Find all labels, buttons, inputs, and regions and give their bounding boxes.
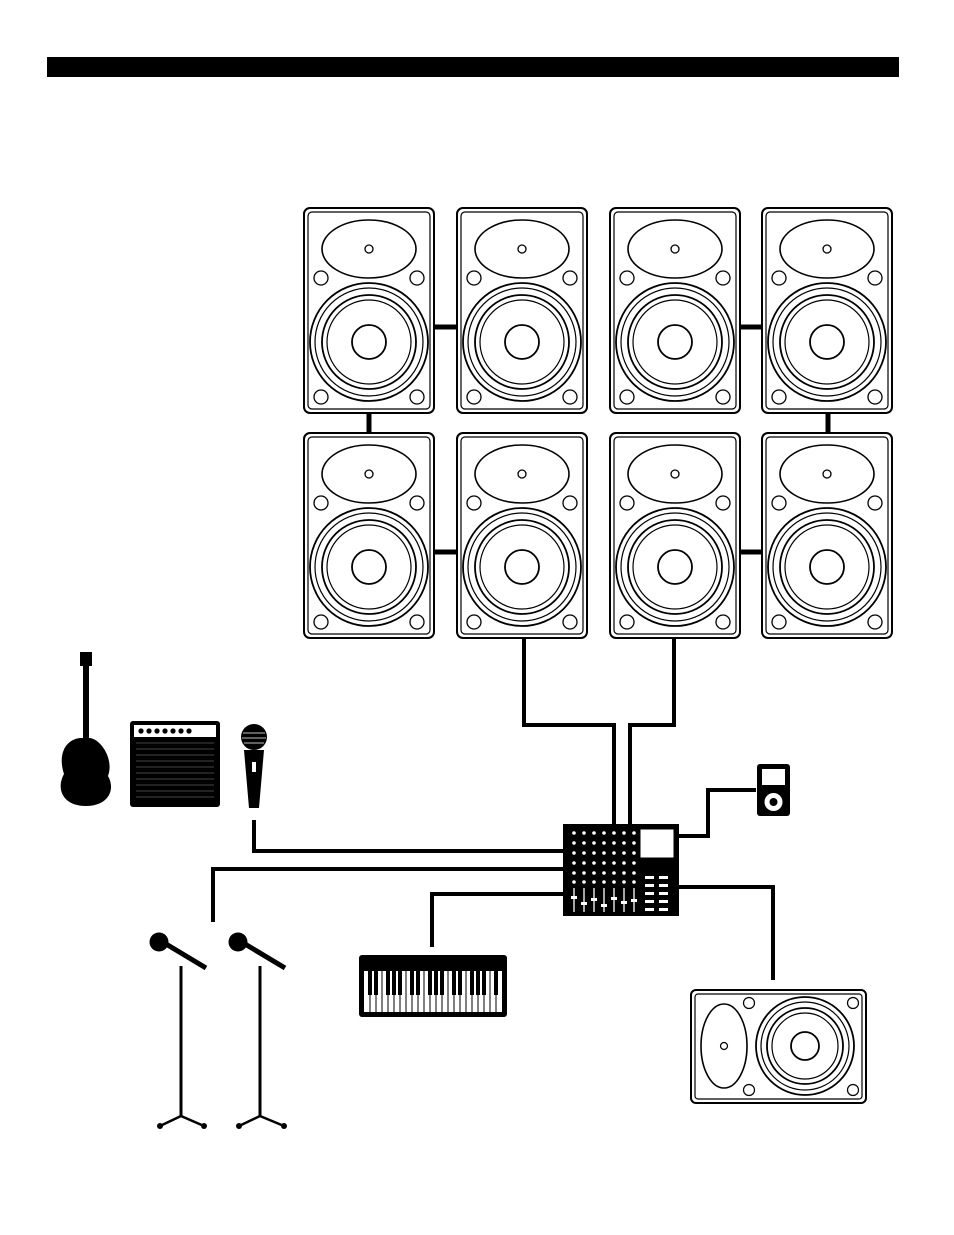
mixer <box>563 824 679 916</box>
media-player <box>757 764 790 816</box>
speaker-top-1 <box>304 208 434 413</box>
speaker-link-cables <box>369 327 828 552</box>
speaker-top-3 <box>610 208 740 413</box>
speaker-bottom-2 <box>457 433 587 638</box>
speaker-top-2 <box>457 208 587 413</box>
mixer-cables <box>213 638 773 980</box>
floor-monitor <box>691 990 866 1103</box>
guitar-amplifier-icon <box>130 721 220 807</box>
speaker-bottom-1 <box>304 433 434 638</box>
microphone-stand-1 <box>150 933 208 1130</box>
electric-guitar-icon <box>61 652 111 806</box>
speaker-array <box>304 208 892 638</box>
speaker-bottom-3 <box>610 433 740 638</box>
speaker-bottom-4 <box>762 433 892 638</box>
handheld-microphone-icon <box>241 724 267 808</box>
keyboard-synth-icon <box>359 955 507 1017</box>
speaker-top-4 <box>762 208 892 413</box>
microphone-stand-2 <box>229 933 288 1130</box>
